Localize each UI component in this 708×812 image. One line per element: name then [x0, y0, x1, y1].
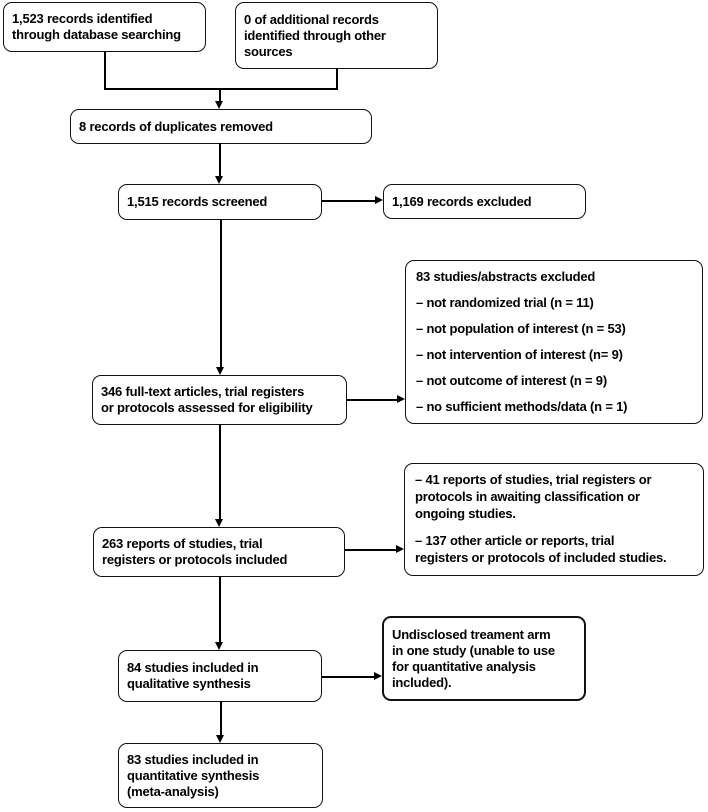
box-undisclosed-arm: Undisclosed treament arm in one study (u…: [382, 616, 586, 701]
connector-line: [219, 143, 221, 177]
connector-line: [322, 676, 374, 678]
awaiting-classification-item: – 137 other article or reports, trial re…: [415, 533, 667, 565]
box-fulltext-assessed: 346 full-text articles, trial registers …: [92, 375, 347, 425]
studies-excluded-item: – not randomized trial (n = 11): [416, 295, 594, 310]
box-qualitative-synthesis: 84 studies included in qualitative synth…: [118, 650, 322, 702]
connector-line: [104, 51, 106, 89]
box-awaiting-classification: – 41 reports of studies, trial registers…: [404, 463, 704, 576]
arrowhead-down: [215, 642, 223, 650]
arrowhead-down: [215, 101, 223, 109]
box-studies-excluded: 83 studies/abstracts excluded – not rand…: [405, 260, 703, 424]
studies-excluded-item: – not outcome of interest (n = 9): [416, 373, 607, 388]
box-records-screened: 1,515 records screened: [118, 184, 322, 220]
connector-line: [220, 219, 222, 368]
arrowhead-right: [396, 545, 404, 553]
connector-line: [220, 702, 222, 736]
arrowhead-right: [374, 672, 382, 680]
connector-line: [336, 68, 338, 89]
arrowhead-right: [375, 196, 383, 204]
box-identified-database: 1,523 records identified through databas…: [3, 2, 206, 52]
arrowhead-down: [215, 176, 223, 184]
studies-excluded-item: – not intervention of interest (n= 9): [416, 347, 623, 362]
arrowhead-down: [216, 367, 224, 375]
arrowhead-down: [216, 735, 224, 743]
studies-excluded-item: – no sufficient methods/data (n = 1): [416, 399, 628, 414]
connector-line: [219, 577, 221, 643]
connector-line: [104, 88, 338, 90]
arrowhead-right: [397, 395, 405, 403]
studies-excluded-item: – not population of interest (n = 53): [416, 321, 626, 336]
connector-line: [347, 399, 397, 401]
box-records-excluded: 1,169 records excluded: [383, 184, 586, 219]
awaiting-classification-item: – 41 reports of studies, trial registers…: [415, 472, 652, 521]
box-reports-included: 263 reports of studies, trial registers …: [93, 527, 345, 577]
connector-line: [219, 88, 221, 102]
connector-line: [345, 549, 396, 551]
studies-excluded-title: 83 studies/abstracts excluded: [416, 269, 596, 284]
box-quantitative-synthesis: 83 studies included in quantitative synt…: [118, 743, 323, 808]
connector-line: [219, 425, 221, 520]
box-duplicates-removed: 8 records of duplicates removed: [70, 109, 372, 144]
connector-line: [322, 200, 375, 202]
box-identified-other: 0 of additional records identified throu…: [235, 2, 438, 69]
arrowhead-down: [215, 519, 223, 527]
